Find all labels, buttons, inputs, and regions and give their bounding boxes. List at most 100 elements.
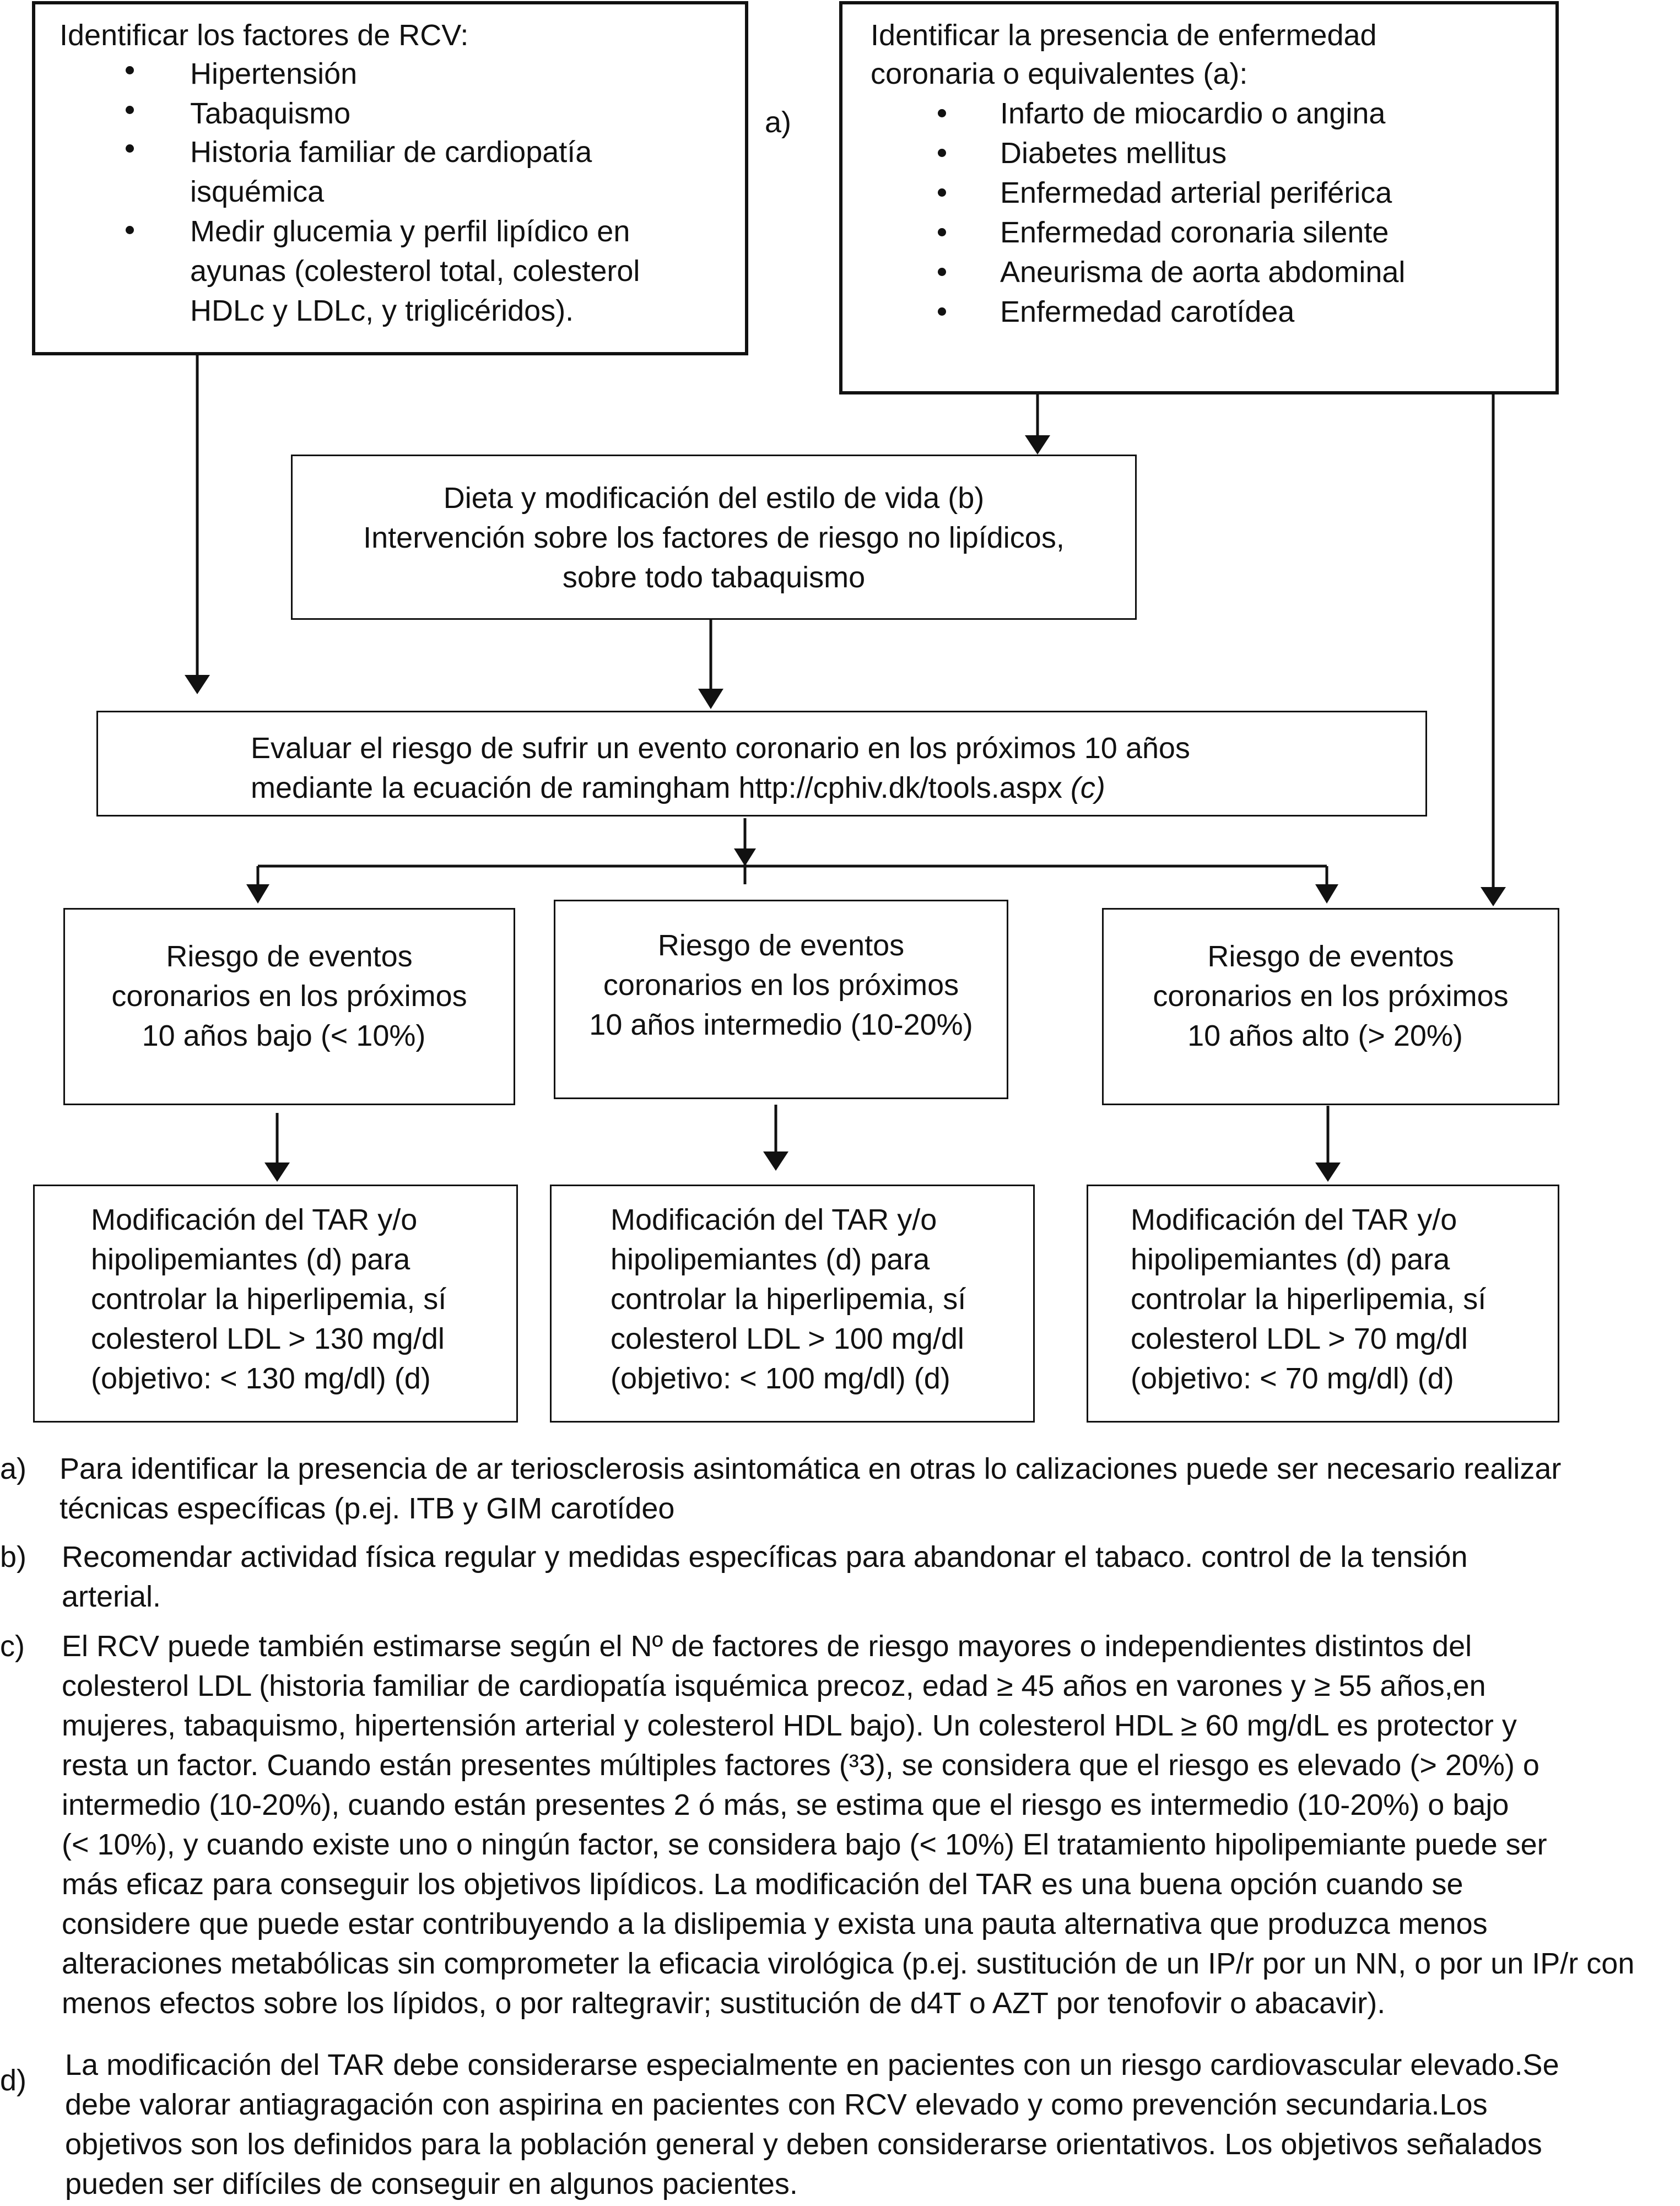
treat-mid-line3: controlar la hiperlipemia, sí: [611, 1283, 966, 1316]
bullet-dot: [126, 144, 134, 153]
treat-high-line3: controlar la hiperlipemia, sí: [1131, 1283, 1487, 1316]
box-treatment-low: [33, 1185, 518, 1423]
rcv-item: Tabaquismo: [190, 97, 351, 130]
arrowhead-low-to-treatment: [264, 1163, 290, 1182]
arrowhead-coronary-to-diet: [1025, 435, 1050, 455]
note-c-line: más eficaz para conseguir los objetivos …: [62, 1868, 1463, 1901]
note-c-label: c): [0, 1630, 25, 1663]
treat-low-line1: Modificación del TAR y/o: [91, 1203, 418, 1236]
note-a-line: técnicas específicas (p.ej. ITB y GIM ca…: [60, 1492, 675, 1525]
eval-line2-text: mediante la ecuación de ramingham http:/…: [251, 771, 1062, 804]
diet-line2: Intervención sobre los factores de riesg…: [363, 521, 1065, 554]
rcv-title: Identificar los factores de RCV:: [60, 19, 469, 52]
coronary-item: Enfermedad carotídea: [1000, 295, 1295, 328]
note-c-line: menos efectos sobre los lípidos, o por r…: [62, 1987, 1386, 2020]
bullet-dot: [938, 149, 946, 157]
coronary-item: Infarto de miocardio o angina: [1000, 97, 1386, 130]
risk-mid-line3: 10 años intermedio (10-20%): [589, 1008, 973, 1041]
rcv-item-cont: HDLc y LDLc, y triglicéridos).: [190, 294, 574, 327]
treat-high-line5: (objetivo: < 70 mg/dl) (d): [1131, 1362, 1454, 1395]
note-d-label: d): [0, 2064, 27, 2097]
coronary-item: Diabetes mellitus: [1000, 137, 1227, 170]
risk-mid-line2: coronarios en los próximos: [603, 969, 959, 1002]
note-c-line: resta un factor. Cuando están presentes …: [62, 1749, 1539, 1782]
note-d-line: pueden ser difíciles de conseguir en alg…: [65, 2167, 798, 2200]
note-c-line: mujeres, tabaquismo, hipertensión arteri…: [62, 1709, 1517, 1742]
treat-low-line2: hipolipemiantes (d) para: [91, 1243, 410, 1276]
risk-low-line3: 10 años bajo (< 10%): [142, 1019, 426, 1052]
bullet-dot: [938, 109, 946, 117]
diet-line3: sobre todo tabaquismo: [562, 561, 866, 594]
arrowhead-high-to-treatment: [1315, 1163, 1341, 1182]
arrowhead-coronary-to-high-risk: [1481, 887, 1506, 906]
coronary-item: Enfermedad arterial periférica: [1000, 176, 1392, 209]
treat-mid-line4: colesterol LDL > 100 mg/dl: [611, 1322, 964, 1355]
box-coronary-disease: [839, 1, 1559, 394]
diet-line1: Dieta y modificación del estilo de vida …: [443, 482, 985, 515]
risk-high-line1: Riesgo de eventos: [1207, 940, 1454, 973]
arrowhead-split-to-high: [1315, 884, 1338, 904]
treat-high-line1: Modificación del TAR y/o: [1131, 1203, 1457, 1236]
label-a: a): [765, 106, 792, 139]
note-d-line: debe valorar antiagragación con aspirina…: [65, 2088, 1488, 2121]
note-b-line: arterial.: [62, 1580, 161, 1613]
note-c-line: El RCV puede también estimarse según el …: [62, 1630, 1472, 1663]
note-c-line: considere que puede estar contribuyendo …: [62, 1907, 1488, 1940]
coronary-title-line1: Identificar la presencia de enfermedad: [871, 19, 1377, 52]
coronary-title-line2: coronaria o equivalentes (a):: [871, 57, 1248, 90]
bullet-dot: [126, 106, 134, 114]
bullet-dot: [938, 268, 946, 276]
note-c-line: alteraciones metabólicas sin comprometer…: [62, 1947, 1635, 1980]
box-treatment-high: [1087, 1185, 1559, 1423]
box-treatment-intermediate: [550, 1185, 1035, 1423]
coronary-item: Aneurisma de aorta abdominal: [1000, 256, 1406, 289]
arrowhead-eval-to-split: [734, 848, 756, 866]
coronary-item: Enfermedad coronaria silente: [1000, 216, 1389, 249]
eval-line2: mediante la ecuación de ramingham http:/…: [251, 768, 1105, 808]
treat-low-line4: colesterol LDL > 130 mg/dl: [91, 1322, 445, 1355]
arrowhead-mid-to-treatment: [763, 1151, 788, 1171]
box-rcv-factors: [32, 1, 748, 355]
treat-mid-line2: hipolipemiantes (d) para: [611, 1243, 930, 1276]
box-risk-low: [63, 908, 515, 1105]
arrowhead-diet-to-eval: [698, 689, 723, 709]
risk-low-line1: Riesgo de eventos: [166, 940, 413, 973]
bullet-dot: [126, 226, 134, 234]
rcv-item-cont: ayunas (colesterol total, colesterol: [190, 255, 640, 288]
risk-mid-line1: Riesgo de eventos: [657, 929, 905, 962]
box-evaluate-risk: [96, 711, 1427, 817]
eval-line1: Evaluar el riesgo de sufrir un evento co…: [251, 732, 1190, 765]
note-d-line: La modificación del TAR debe considerars…: [65, 2048, 1559, 2081]
risk-low-line2: coronarios en los próximos: [111, 980, 467, 1013]
risk-high-line2: coronarios en los próximos: [1153, 980, 1509, 1013]
bullet-dot: [938, 188, 946, 197]
note-d-line: objetivos son los definidos para la pobl…: [65, 2128, 1542, 2161]
bullet-dot: [938, 307, 946, 316]
treat-high-line4: colesterol LDL > 70 mg/dl: [1131, 1322, 1468, 1355]
note-a-label: a): [0, 1452, 27, 1485]
box-risk-intermediate: [554, 900, 1008, 1099]
bullet-dot: [938, 228, 946, 236]
eval-line2-ref: (c): [1070, 771, 1105, 804]
treat-high-line2: hipolipemiantes (d) para: [1131, 1243, 1450, 1276]
rcv-item: Medir glucemia y perfil lipídico en: [190, 215, 630, 248]
treat-mid-line5: (objetivo: < 100 mg/dl) (d): [611, 1362, 950, 1395]
note-c-line: colesterol LDL (historia familiar de car…: [62, 1669, 1486, 1702]
arrowhead-split-to-low: [246, 884, 269, 904]
treat-mid-line1: Modificación del TAR y/o: [611, 1203, 937, 1236]
note-b-line: Recomendar actividad física regular y me…: [62, 1540, 1468, 1574]
treat-low-line5: (objetivo: < 130 mg/dl) (d): [91, 1362, 431, 1395]
rcv-item: Hipertensión: [190, 57, 358, 90]
note-a-line: Para identificar la presencia de ar teri…: [60, 1452, 1562, 1485]
box-diet-lifestyle: [291, 455, 1137, 620]
note-c-line: intermedio (10-20%), cuando están presen…: [62, 1788, 1509, 1821]
arrowhead-rcv-to-eval: [185, 675, 210, 694]
risk-high-line3: 10 años alto (> 20%): [1187, 1019, 1463, 1052]
note-b-label: b): [0, 1540, 27, 1574]
bullet-dot: [126, 66, 134, 74]
note-c-line: (< 10%), y cuando existe uno o ningún fa…: [62, 1828, 1547, 1861]
rcv-item-cont: isquémica: [190, 175, 325, 208]
rcv-item: Historia familiar de cardiopatía: [190, 136, 592, 169]
treat-low-line3: controlar la hiperlipemia, sí: [91, 1283, 447, 1316]
